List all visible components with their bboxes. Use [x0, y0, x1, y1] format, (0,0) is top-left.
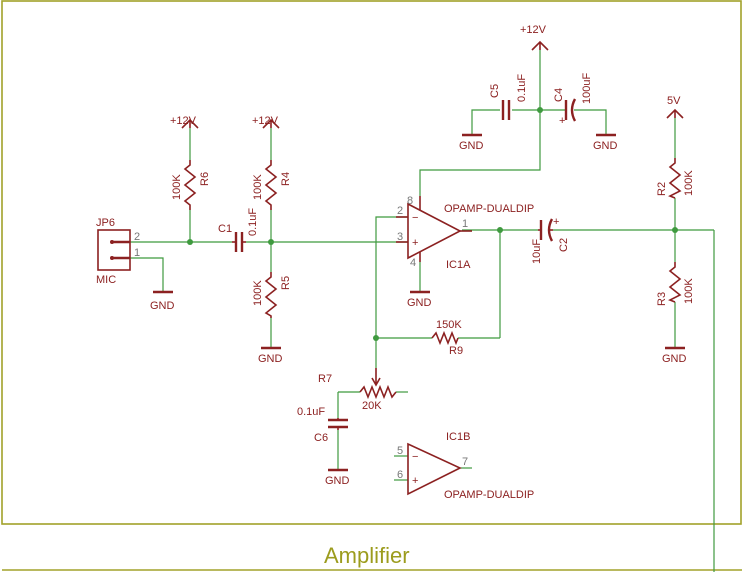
part-value: 100K [252, 174, 264, 200]
capacitor-c2: 10uF C2 + [531, 216, 570, 264]
junction-dot [373, 335, 379, 341]
pin-number: 8 [407, 195, 413, 207]
potentiometer-r7: R7 20K [318, 368, 397, 412]
part-value: OPAMP-DUALDIP [444, 489, 534, 501]
polarity-mark: + [559, 115, 565, 127]
minus-sign: − [412, 212, 418, 224]
supply-r4-12v: +12V [252, 115, 280, 129]
part-name: R9 [449, 345, 463, 357]
resistor-r9: 150K R9 [431, 319, 463, 357]
ground-c6: GND [325, 468, 350, 487]
part-name: JP6 [96, 217, 115, 229]
junction-dot [537, 107, 543, 113]
pin-number: 1 [134, 247, 140, 259]
resistor-r3: R3 100K [656, 262, 695, 306]
plus-sign: + [412, 237, 418, 249]
part-name: IC1A [446, 259, 471, 271]
wires [130, 50, 715, 572]
sheet-frame [1, 0, 742, 525]
supply-label: +12V [252, 115, 279, 127]
part-value: 0.1uF [297, 406, 325, 418]
capacitor-c5: C5 0.1uF [489, 74, 528, 120]
junctions [187, 107, 678, 341]
pin-number: 2 [134, 231, 140, 243]
opamp-ic1b: − + 5 6 7 IC1B OPAMP-DUALDIP [397, 431, 534, 501]
pin-number: 4 [410, 257, 416, 269]
junction-dot [497, 227, 503, 233]
connector-jp6: JP6 MIC 2 1 [96, 217, 140, 286]
ground-c5: GND [459, 133, 484, 152]
sheet-title: Amplifier [324, 543, 410, 568]
part-name: C2 [558, 238, 570, 252]
pin-number: 5 [397, 445, 403, 457]
capacitor-c1: C1 0.1uF [218, 208, 259, 252]
resistor-r6: 100K R6 [171, 160, 211, 210]
part-name: C5 [489, 84, 501, 98]
part-value: OPAMP-DUALDIP [444, 203, 534, 215]
capacitor-c6: 0.1uF C6 [297, 406, 348, 444]
ground-label: GND [407, 297, 432, 309]
junction-dot [672, 227, 678, 233]
ground-label: GND [258, 353, 283, 365]
supply-r2-5v: 5V [666, 95, 684, 119]
part-value: 0.1uF [247, 208, 259, 236]
opamp-ic1a: − + 2 3 1 8 4 OPAMP-DUALDIP IC1A [396, 195, 534, 271]
ground-r5: GND [258, 346, 283, 365]
ground-label: GND [459, 140, 484, 152]
part-name: R7 [318, 373, 332, 385]
supply-label: +12V [520, 24, 547, 36]
ground-mic: GND [150, 290, 175, 312]
plus-sign: + [412, 475, 418, 487]
resistor-r4: 100K R4 [252, 160, 292, 210]
part-name: R3 [656, 292, 668, 306]
part-value: 100K [683, 278, 695, 304]
pin-number: 2 [397, 205, 403, 217]
ground-label: GND [325, 475, 350, 487]
part-name: R5 [280, 276, 292, 290]
ground-c4: GND [593, 133, 618, 152]
part-name: IC1B [446, 431, 470, 443]
part-name: C4 [553, 88, 565, 102]
junction-dot [268, 239, 274, 245]
supply-r6-12v: +12V [170, 115, 199, 129]
part-value: MIC [96, 274, 116, 286]
pin-number: 7 [462, 456, 468, 468]
pin-number: 3 [397, 231, 403, 243]
polarity-mark: + [553, 216, 559, 228]
supply-top-12v: +12V [520, 24, 549, 51]
minus-sign: − [412, 451, 418, 463]
ground-r3: GND [662, 346, 687, 365]
part-name: R4 [280, 172, 292, 186]
pin-number: 6 [397, 469, 403, 481]
part-name: C6 [314, 432, 328, 444]
pin-number: 1 [462, 218, 468, 230]
ground-label: GND [150, 300, 175, 312]
ground-label: GND [593, 140, 618, 152]
junction-dot [187, 239, 193, 245]
ground-opamp: GND [407, 290, 432, 309]
part-value: 100K [171, 174, 183, 200]
part-value: 10uF [531, 239, 543, 264]
part-value: 100K [252, 280, 264, 306]
resistor-r2: R2 100K [656, 158, 695, 199]
supply-label: +12V [170, 115, 197, 127]
part-value: 20K [362, 400, 382, 412]
part-name: C1 [218, 223, 232, 235]
resistor-r5: 100K R5 [252, 272, 292, 318]
part-name: R2 [656, 182, 668, 196]
part-value: 150K [436, 319, 462, 331]
part-value: 100K [683, 170, 695, 196]
capacitor-c4: C4 100uF + [553, 73, 593, 127]
ground-label: GND [662, 353, 687, 365]
part-value: 100uF [581, 73, 593, 104]
supply-label: 5V [667, 95, 681, 107]
part-name: R6 [199, 172, 211, 186]
part-value: 0.1uF [516, 74, 528, 102]
